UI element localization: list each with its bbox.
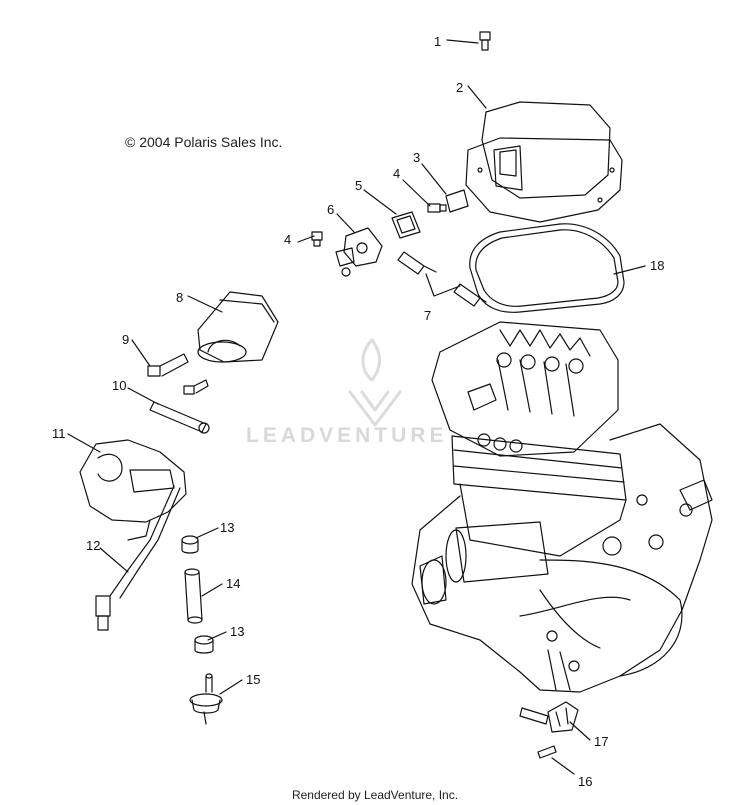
callout-11: 11 bbox=[52, 426, 66, 441]
part-4-screw-upper[interactable] bbox=[427, 203, 447, 213]
callout-9: 9 bbox=[122, 332, 129, 347]
part-13-bushing-upper[interactable] bbox=[181, 535, 199, 554]
part-15-drain-valve[interactable] bbox=[189, 673, 223, 725]
callout-3: 3 bbox=[413, 150, 420, 165]
callout-13-upper: 13 bbox=[220, 520, 234, 535]
footer-credit: Rendered by LeadVenture, Inc. bbox=[291, 788, 459, 802]
part-3-plate[interactable] bbox=[445, 189, 469, 213]
part-7-spark-plug-b[interactable] bbox=[453, 283, 487, 307]
callout-12: 12 bbox=[86, 538, 100, 553]
callout-4-left: 4 bbox=[284, 232, 291, 247]
callout-16: 16 bbox=[578, 774, 592, 789]
part-1-bolt[interactable] bbox=[479, 31, 491, 51]
callout-14: 14 bbox=[226, 576, 240, 591]
part-13-bushing-lower[interactable] bbox=[194, 635, 214, 654]
part-11-pump-housing[interactable] bbox=[79, 439, 187, 541]
part-7-spark-plug-a[interactable] bbox=[397, 251, 437, 275]
part-8-intake-boot[interactable] bbox=[197, 291, 279, 363]
callout-17: 17 bbox=[594, 734, 608, 749]
part-17-fitting[interactable] bbox=[519, 701, 579, 733]
callout-18: 18 bbox=[650, 258, 664, 273]
callout-10: 10 bbox=[112, 378, 126, 393]
leader-lines bbox=[67, 39, 646, 775]
part-5-gasket[interactable] bbox=[391, 211, 421, 239]
part-14-shaft[interactable] bbox=[184, 568, 203, 624]
part-18-cover-gasket[interactable] bbox=[469, 223, 625, 313]
part-9-bolt[interactable] bbox=[147, 353, 189, 377]
callout-4-upper: 4 bbox=[393, 166, 400, 181]
callout-13-lower: 13 bbox=[230, 624, 244, 639]
callout-6: 6 bbox=[327, 202, 334, 217]
copyright-text: © 2004 Polaris Sales Inc. bbox=[125, 134, 283, 150]
callout-15: 15 bbox=[246, 672, 260, 687]
part-2-valve-cover[interactable] bbox=[465, 101, 623, 223]
part-16-pin[interactable] bbox=[537, 745, 557, 759]
part-4-screw-left[interactable] bbox=[311, 231, 323, 247]
callout-2: 2 bbox=[456, 80, 463, 95]
part-6-sensor[interactable] bbox=[335, 227, 383, 277]
callout-8: 8 bbox=[176, 290, 183, 305]
part-10-pin[interactable] bbox=[149, 401, 210, 434]
engine-block[interactable] bbox=[411, 321, 713, 693]
watermark-text: LEADVENTURE bbox=[246, 424, 448, 447]
watermark-logo-icon bbox=[348, 338, 402, 427]
part-9-bolt-b[interactable] bbox=[183, 379, 209, 395]
part-12-wire-harness[interactable] bbox=[95, 485, 181, 631]
callout-1: 1 bbox=[434, 34, 441, 49]
callout-7: 7 bbox=[424, 308, 431, 323]
callout-labels: 1 2 3 4 5 6 4 8 7 18 9 10 11 12 13 14 13… bbox=[52, 34, 664, 789]
callout-5: 5 bbox=[355, 178, 362, 193]
